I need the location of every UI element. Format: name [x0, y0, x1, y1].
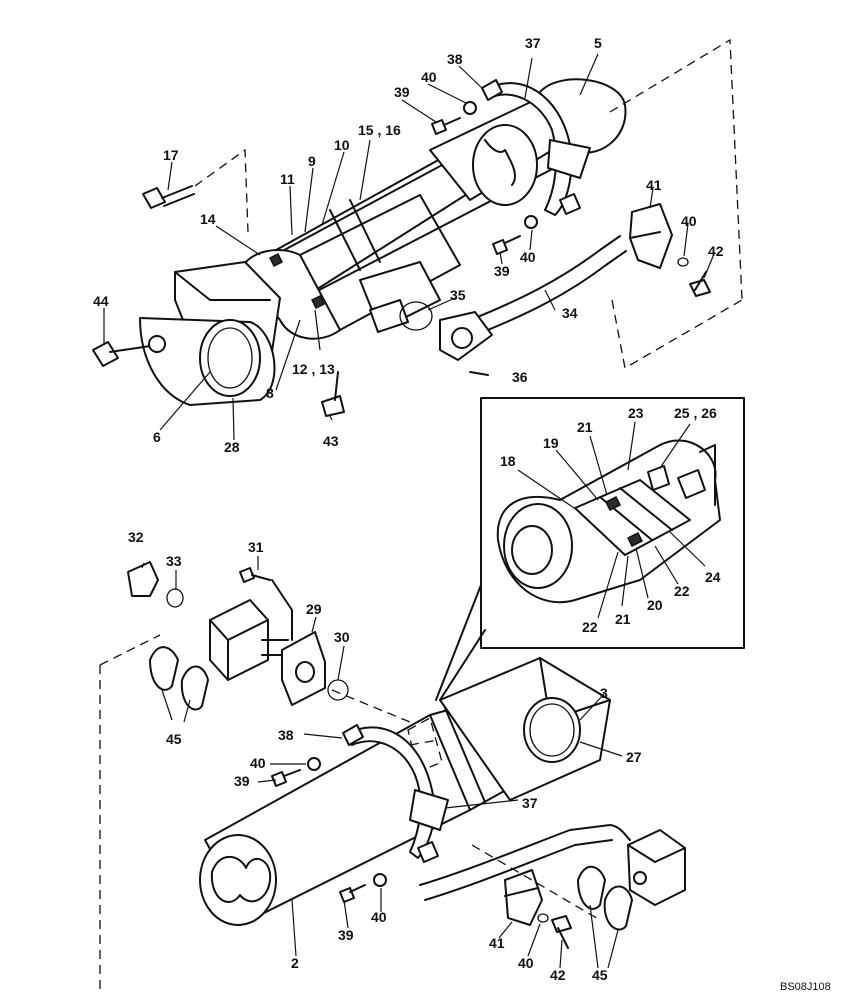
leader-lines-inset [517, 421, 706, 619]
callout-23: 23 [628, 405, 644, 421]
callout-41-upper: 41 [646, 177, 662, 193]
callout-30: 30 [334, 629, 350, 645]
callout-39-lower: 39 [338, 927, 354, 943]
callout-5: 5 [594, 35, 602, 51]
callout-6: 6 [153, 429, 161, 445]
piston-detail-inset [435, 397, 745, 701]
rod-assembly [92, 38, 743, 417]
callout-40-lower-left: 40 [250, 755, 266, 771]
callout-21-bottom: 21 [615, 611, 631, 627]
callout-22-right: 22 [674, 583, 690, 599]
callout-39-lower-left: 39 [234, 773, 250, 789]
callout-42-upper: 42 [708, 243, 724, 259]
callout-36: 36 [512, 369, 528, 385]
callout-labels: 37 5 38 40 39 15 , 16 10 17 9 11 41 14 4… [93, 35, 831, 993]
leader-lines-lower [141, 556, 623, 969]
callout-22-left: 22 [582, 619, 598, 635]
callout-12-13: 12 , 13 [292, 361, 335, 377]
callout-37-upper: 37 [525, 35, 541, 51]
callout-35: 35 [450, 287, 466, 303]
callout-19: 19 [543, 435, 559, 451]
callout-28: 28 [224, 439, 240, 455]
callout-3: 3 [600, 685, 608, 701]
callout-18: 18 [500, 453, 516, 469]
callout-29: 29 [306, 601, 322, 617]
callout-27: 27 [626, 749, 642, 765]
callout-14: 14 [200, 211, 216, 227]
callout-44: 44 [93, 293, 109, 309]
tube-assembly [99, 561, 686, 995]
callout-2: 2 [291, 955, 299, 971]
callout-31: 31 [248, 539, 264, 555]
callout-9: 9 [308, 153, 316, 169]
callout-40-mid: 40 [520, 249, 536, 265]
callout-45-left: 45 [166, 731, 182, 747]
callout-38-upper: 38 [447, 51, 463, 67]
callout-40-lower-right: 40 [518, 955, 534, 971]
callout-41-lower: 41 [489, 935, 505, 951]
callout-43: 43 [323, 433, 339, 449]
callout-40-upper-right: 40 [681, 213, 697, 229]
callout-34: 34 [562, 305, 578, 321]
callout-39-upper: 39 [394, 84, 410, 100]
drawing-code: BS08J108 [780, 981, 831, 993]
callout-37-lower: 37 [522, 795, 538, 811]
callout-25-26: 25 , 26 [674, 405, 717, 421]
callout-39-mid: 39 [494, 263, 510, 279]
callout-21-top: 21 [577, 419, 593, 435]
callout-40-lower: 40 [371, 909, 387, 925]
callout-15-16: 15 , 16 [358, 122, 401, 138]
callout-10: 10 [334, 137, 350, 153]
callout-17: 17 [163, 147, 179, 163]
callout-45-right: 45 [592, 967, 608, 983]
callout-40-upper: 40 [421, 69, 437, 85]
callout-20: 20 [647, 597, 663, 613]
callout-11: 11 [280, 171, 295, 187]
callout-33: 33 [166, 553, 182, 569]
callout-42-lower: 42 [550, 967, 566, 983]
callout-38-lower: 38 [278, 727, 294, 743]
callout-32: 32 [128, 529, 144, 545]
callout-8: 8 [266, 385, 274, 401]
callout-24: 24 [705, 569, 721, 585]
leader-lines-upper [103, 53, 715, 441]
